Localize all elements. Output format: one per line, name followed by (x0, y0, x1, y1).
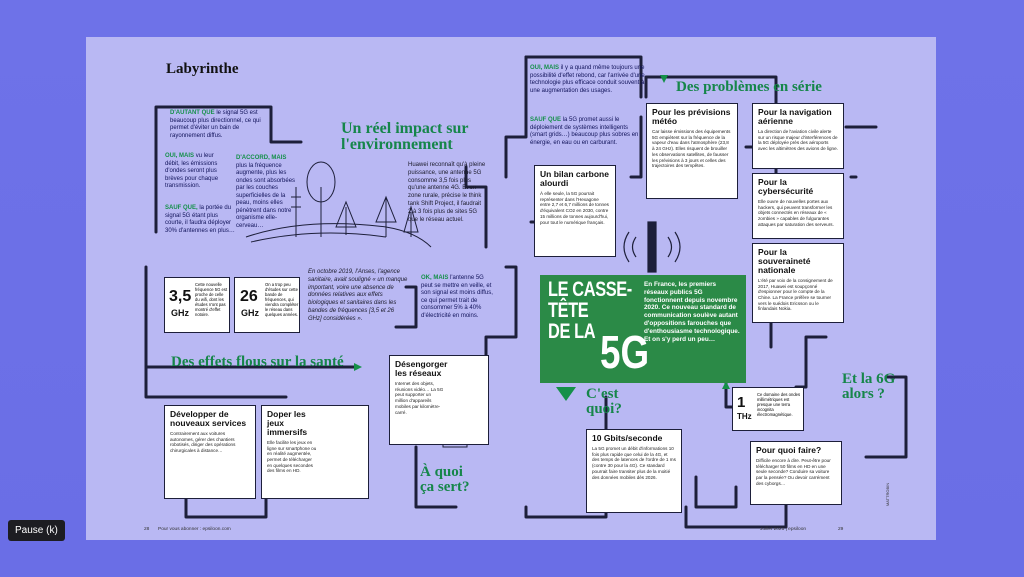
banner-5g: 5G (600, 326, 650, 378)
footer-left-page: 28 (144, 527, 150, 532)
footer-left-text: Pour vous abonner : epsiloon.com (158, 527, 231, 532)
question-dautant: D'AUTANT QUE le signal 5G est beaucoup p… (170, 110, 261, 139)
magazine-spread: Labyrinthe D'AUTANT QUE le signal 5G est… (86, 37, 936, 540)
box-bilan-carbone: Un bilan carbone alourdi À elle seule, l… (534, 165, 616, 257)
box-debit: 10 Gbits/seconde La 5G promet un débit d… (586, 429, 682, 513)
illustration-credit: MATTROBIN (885, 482, 891, 507)
question-oui-mais-debit: OUI, MAIS vu leur débit, les émissions d… (165, 153, 219, 189)
box-nouveaux-services: Développer de nouveaux services Contrair… (164, 405, 256, 499)
heading-a-quoi: À quoi ça sert? (420, 464, 470, 495)
heading-6g: Et la 6G alors ? (842, 371, 896, 402)
box-desengorger-reseaux: Désengorger les réseaux Internet des obj… (389, 355, 489, 445)
question-daccord: D'ACCORD, MAIS plus la fréquence augment… (236, 155, 296, 229)
box-terahertz: 1 THz Ce domaine des ondes millimétrique… (732, 387, 804, 431)
box-souverainete: Pour la souveraineté nationale L'été par… (752, 243, 844, 323)
section-title: Labyrinthe (166, 61, 239, 77)
freq-3-5ghz: 3,5 GHz Cette nouvelle fréquence 5G est … (164, 277, 230, 333)
freq-26ghz: 26 GHz On a trop peu d'études sur cette … (234, 277, 300, 333)
footer-right-text: Juillet 2021 | epsiloon (760, 527, 807, 532)
heading-sante: Des effets flous sur la santé (171, 354, 344, 370)
box-cybersecurite: Pour la cybersécurité Elle ouvre de nouv… (752, 173, 844, 239)
box-pour-quoi-faire: Pour quoi faire? Difficile encore à dire… (750, 441, 842, 505)
anses-text: En octobre 2019, l'Anses, l'agence sanit… (308, 269, 408, 322)
footer-right-page: 29 (838, 527, 844, 532)
banner-text: En France, les premiers réseaux publics … (644, 281, 740, 343)
heading-cest-quoi: C'est quoi? (586, 386, 622, 417)
question-ok-mais: OK, MAIS l'antenne 5G peut se mettre en … (421, 275, 493, 319)
pause-button[interactable]: Pause (k) (8, 520, 65, 541)
box-navigation-aerienne: Pour la navigation aérienne La direction… (752, 103, 844, 169)
heading-problemes: Des problèmes en série (676, 79, 822, 95)
question-sauf-que-portee: SAUF QUE, la portée du signal 5G étant p… (165, 205, 235, 234)
box-jeux-immersifs: Doper les jeux immersifs Elle facilite l… (261, 405, 369, 499)
box-previsions-meteo: Pour les prévisions météo Car laisse émi… (646, 103, 738, 199)
banner-casse-tete-5g: LE CASSE- TÊTE DE LA 5G En France, les p… (540, 275, 746, 383)
question-sauf-que-intelligents: SAUF QUE la 5G promet aussi le déploieme… (530, 117, 639, 146)
huawei-text: Huawei reconnaît qu'à pleine puissance, … (408, 162, 486, 223)
question-oui-mais-rebond: OUI, MAIS il y a quand même toujours une… (530, 65, 645, 94)
heading-impact: Un réel impact sur l'environnement (341, 120, 469, 153)
